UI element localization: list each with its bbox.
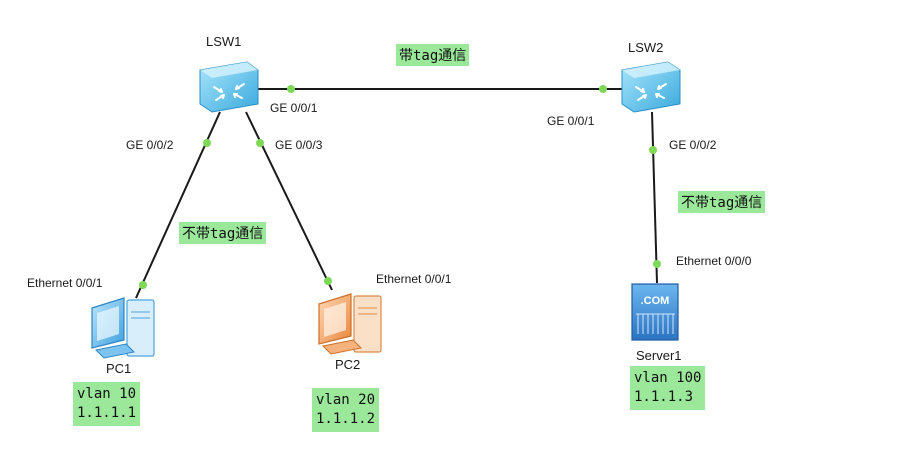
pc-icon-pc1[interactable] [91,297,155,359]
port-label-pc2-eth: Ethernet 0/0/1 [376,272,452,286]
port-dot-lsw1-ge001 [287,85,295,93]
switch-icon-lsw1[interactable] [199,61,259,113]
port-dot-pc1 [139,281,147,289]
pc-icon-pc2[interactable] [318,293,382,355]
device-label-pc1: PC1 [106,361,132,376]
server1-ip: 1.1.1.3 [634,389,694,405]
device-label-server1: Server1 [636,348,682,363]
pc2-ip: 1.1.1.2 [316,411,376,427]
server-icon-server1[interactable]: .COM [631,283,679,341]
pc2-config-box: vlan 20 1.1.1.2 [312,388,380,432]
device-label-lsw1: LSW1 [206,34,242,49]
note-untagged-left: 不带tag通信 [179,222,267,244]
link-lsw2-server1 [651,111,658,284]
server1-config-box: vlan 100 1.1.1.3 [630,366,706,410]
port-dot-lsw2-ge002 [649,146,657,154]
server1-vlan: vlan 100 [634,370,702,386]
port-dot-lsw1-ge002 [203,139,211,147]
port-label-lsw2-ge002: GE 0/0/2 [669,138,717,152]
pc1-config-box: vlan 10 1.1.1.1 [73,382,141,426]
port-label-lsw1-ge003: GE 0/0/3 [275,138,323,152]
switch-icon-lsw2[interactable] [621,61,681,113]
note-tagged: 带tag通信 [396,44,470,66]
port-label-pc1-eth: Ethernet 0/0/1 [27,276,103,290]
port-label-lsw2-ge001: GE 0/0/1 [547,114,595,128]
port-dot-pc2 [324,277,332,285]
server-com-badge: .COM [641,295,670,307]
device-label-pc2: PC2 [335,357,361,372]
note-untagged-right: 不带tag通信 [678,191,766,213]
port-label-server1-eth: Ethernet 0/0/0 [676,254,752,268]
port-dot-server1 [653,260,661,268]
port-label-lsw1-ge002: GE 0/0/2 [126,138,174,152]
device-label-lsw2: LSW2 [628,40,664,55]
pc1-vlan: vlan 10 [77,386,137,402]
port-dot-lsw2-ge001 [599,85,607,93]
port-label-lsw1-ge001: GE 0/0/1 [270,101,318,115]
pc1-ip: 1.1.1.1 [77,405,137,421]
pc2-vlan: vlan 20 [316,392,376,408]
port-dot-lsw1-ge003 [256,139,264,147]
